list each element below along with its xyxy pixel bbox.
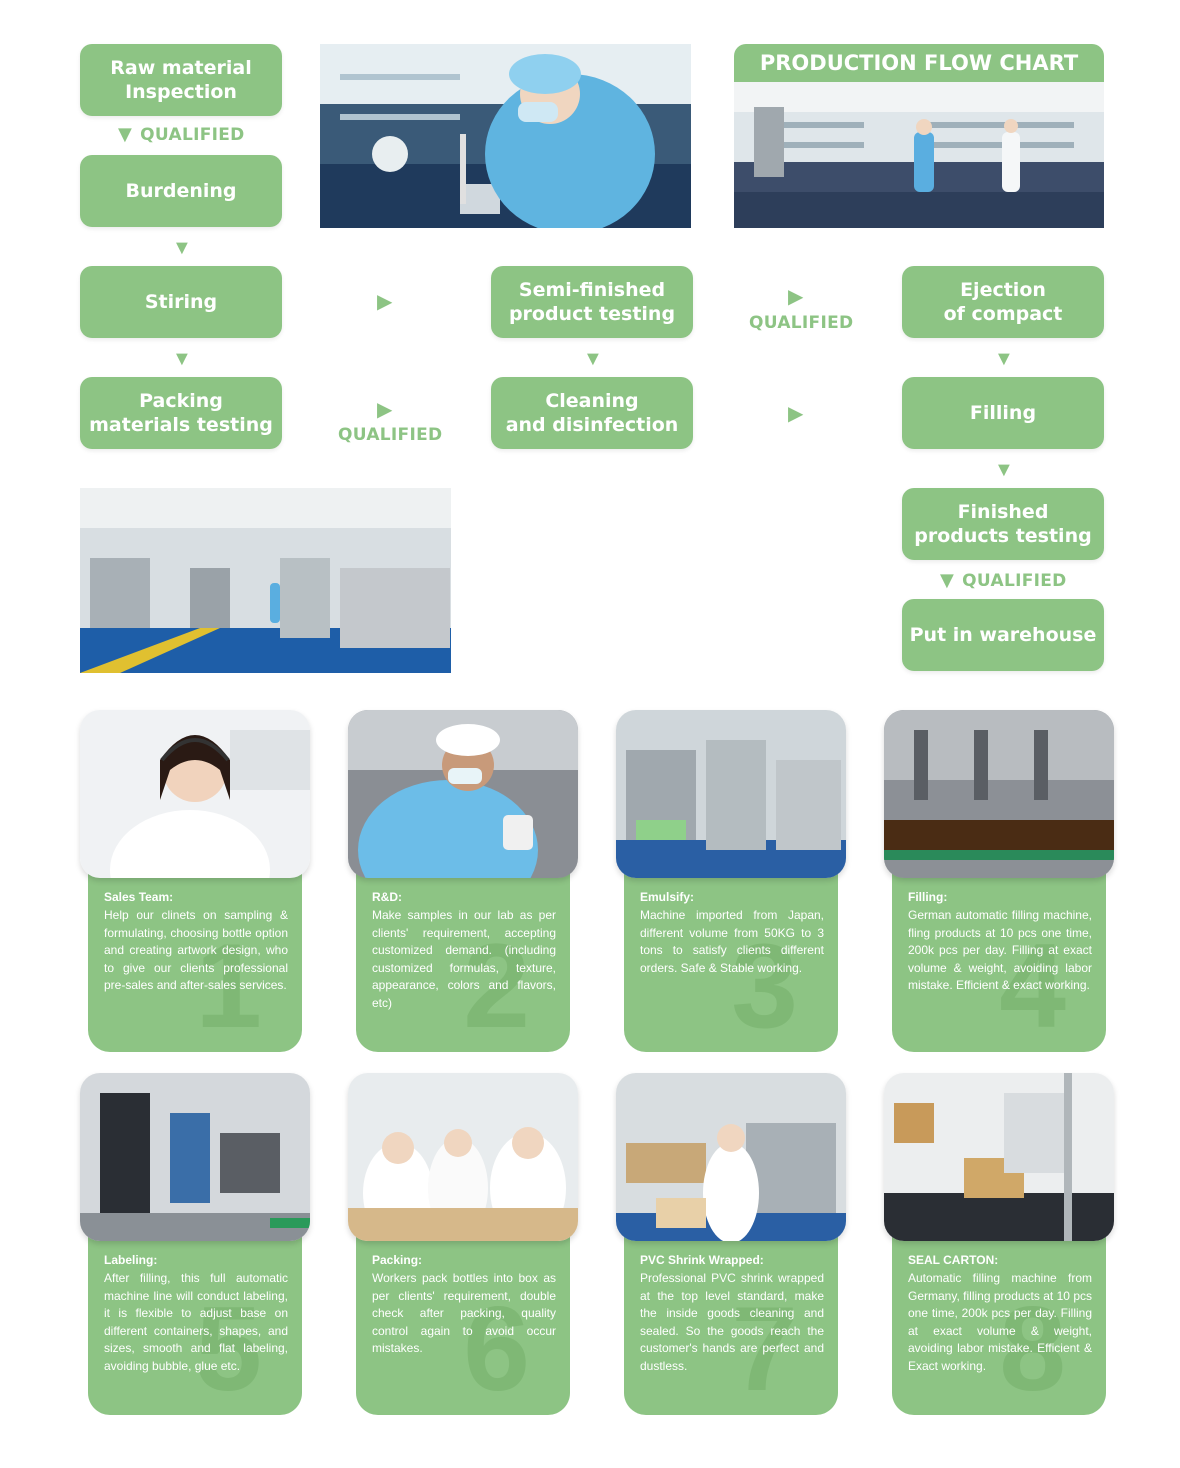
card-body: 1 Sales Team: Help our clinets on sampli… xyxy=(88,860,302,1052)
card-title: R&D: xyxy=(372,890,402,904)
card-filling: 4 Filling: German automatic filling mach… xyxy=(884,710,1114,1055)
card-sales-team: 1 Sales Team: Help our clinets on sampli… xyxy=(80,710,310,1055)
card-title: Filling: xyxy=(908,890,948,904)
step-semi-finished: Semi-finished product testing xyxy=(491,266,693,338)
step-label: Raw material Inspection xyxy=(110,57,252,103)
card-number: 6 xyxy=(463,1282,530,1415)
card-number: 7 xyxy=(731,1282,798,1415)
qualified-label: QUALIFIED xyxy=(749,313,854,333)
card-title: Sales Team: xyxy=(104,890,174,904)
card-rd: 2 R&D: Make samples in our lab as per cl… xyxy=(348,710,578,1055)
card-body: 7 PVC Shrink Wrapped: Professional PVC s… xyxy=(624,1223,838,1415)
right-arrow-icon: ▶ xyxy=(788,403,804,425)
pvc-shrink-photo xyxy=(616,1073,846,1241)
flow-chart-header: PRODUCTION FLOW CHART xyxy=(734,44,1104,82)
step-label: Stiring xyxy=(144,291,218,313)
card-pvc-shrink: 7 PVC Shrink Wrapped: Professional PVC s… xyxy=(616,1073,846,1418)
card-title: Labeling: xyxy=(104,1253,158,1267)
card-emulsify: 3 Emulsify: Machine imported from Japan,… xyxy=(616,710,846,1055)
qualified-label: QUALIFIED xyxy=(338,425,443,445)
step-label: Finished products testing xyxy=(914,501,1092,547)
step-stiring: Stiring xyxy=(80,266,282,338)
step-packing-materials: Packing materials testing xyxy=(80,377,282,449)
sales-team-photo xyxy=(80,710,310,878)
step-ejection: Ejection of compact xyxy=(902,266,1104,338)
card-body: 4 Filling: German automatic filling mach… xyxy=(892,860,1106,1052)
step-label: Packing materials testing xyxy=(89,390,273,436)
card-title: PVC Shrink Wrapped: xyxy=(640,1253,764,1267)
card-number: 2 xyxy=(463,919,530,1052)
emulsify-photo xyxy=(616,710,846,878)
down-arrow-icon: ▼ xyxy=(583,348,603,370)
card-body: 2 R&D: Make samples in our lab as per cl… xyxy=(356,860,570,1052)
step-burdening: Burdening xyxy=(80,155,282,227)
step-label: Put in warehouse xyxy=(909,624,1097,646)
card-number: 8 xyxy=(999,1282,1066,1415)
card-title: Emulsify: xyxy=(640,890,695,904)
step-label: Semi-finished product testing xyxy=(508,279,676,325)
card-text: Workers pack bottles into box as per cli… xyxy=(372,1271,556,1356)
seal-carton-photo xyxy=(884,1073,1114,1241)
down-arrow-icon: ▼ xyxy=(172,237,192,259)
rd-photo xyxy=(348,710,578,878)
step-finished: Finished products testing xyxy=(902,488,1104,560)
card-text: Make samples in our lab as per clients' … xyxy=(372,908,556,1010)
card-body: 5 Labeling: After filling, this full aut… xyxy=(88,1223,302,1415)
card-number: 5 xyxy=(195,1282,262,1415)
down-arrow-icon: ▼ xyxy=(994,348,1014,370)
step-filling: Filling xyxy=(902,377,1104,449)
card-body: 6 Packing: Workers pack bottles into box… xyxy=(356,1223,570,1415)
card-labeling: 5 Labeling: After filling, this full aut… xyxy=(80,1073,310,1418)
step-label: Cleaning and disinfection xyxy=(505,390,679,436)
card-number: 4 xyxy=(999,919,1066,1052)
labeling-photo xyxy=(80,1073,310,1241)
card-text: Professional PVC shrink wrapped at the t… xyxy=(640,1271,824,1373)
right-arrow-icon: ▶ xyxy=(377,399,393,421)
filling-photo xyxy=(884,710,1114,878)
right-arrow-icon: ▶ xyxy=(377,291,393,313)
qualified-label: ▼QUALIFIED xyxy=(940,570,1067,591)
step-warehouse: Put in warehouse xyxy=(902,599,1104,671)
card-text: After filling, this full automatic machi… xyxy=(104,1271,288,1373)
down-arrow-icon: ▼ xyxy=(172,348,192,370)
card-body: 8 SEAL CARTON: Automatic filling machine… xyxy=(892,1223,1106,1415)
card-number: 1 xyxy=(195,919,262,1052)
factory-floor-photo xyxy=(80,488,451,673)
step-raw-material: Raw material Inspection xyxy=(80,44,282,116)
right-arrow-icon: ▶ xyxy=(788,286,804,308)
down-arrow-icon: ▼ xyxy=(994,459,1014,481)
card-text: Machine imported from Japan, different v… xyxy=(640,908,824,975)
step-label: Ejection of compact xyxy=(943,279,1063,325)
step-label: Burdening xyxy=(125,180,237,202)
down-triangle-icon: ▼ xyxy=(118,124,133,145)
lab-worker-photo xyxy=(320,44,691,228)
card-text: Help our clinets on sampling & formulati… xyxy=(104,908,288,993)
card-seal-carton: 8 SEAL CARTON: Automatic filling machine… xyxy=(884,1073,1114,1418)
card-body: 3 Emulsify: Machine imported from Japan,… xyxy=(624,860,838,1052)
card-packing: 6 Packing: Workers pack bottles into box… xyxy=(348,1073,578,1418)
down-triangle-icon: ▼ xyxy=(940,570,955,591)
step-cleaning: Cleaning and disinfection xyxy=(491,377,693,449)
card-number: 3 xyxy=(731,919,798,1052)
qualified-label: ▼QUALIFIED xyxy=(118,124,245,145)
step-label: Filling xyxy=(969,402,1037,424)
card-title: Packing: xyxy=(372,1253,423,1267)
card-title: SEAL CARTON: xyxy=(908,1253,999,1267)
card-text: Automatic filling machine from Germany, … xyxy=(908,1271,1092,1373)
lab-room-photo xyxy=(734,82,1104,228)
card-text: German automatic filling machine, fling … xyxy=(908,908,1092,993)
packing-photo xyxy=(348,1073,578,1241)
